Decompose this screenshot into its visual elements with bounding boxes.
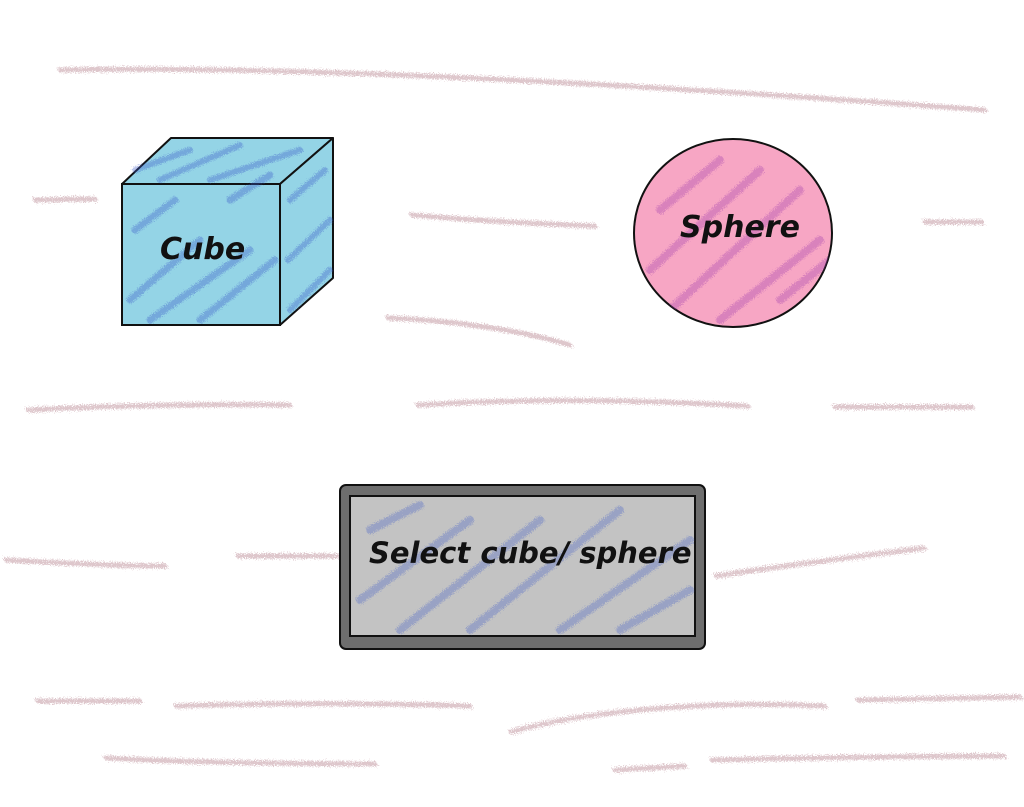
- cube-front-face: [121, 183, 281, 326]
- smudge-stroke: [709, 753, 1007, 763]
- cube-icon[interactable]: [121, 137, 334, 326]
- select-cube-sphere-button[interactable]: [339, 484, 706, 650]
- sphere-scribble-texture: [646, 156, 832, 324]
- smudge-stroke: [25, 402, 293, 413]
- button-scribble-texture: [356, 501, 694, 634]
- smudge-stroke: [855, 694, 1023, 703]
- smudge-stroke: [713, 545, 927, 579]
- smudge-stroke: [612, 763, 688, 773]
- smudge-stroke: [508, 701, 828, 735]
- cube-scribble-texture: [126, 142, 333, 324]
- smudge-stroke: [385, 315, 573, 348]
- smudge-stroke: [32, 196, 98, 203]
- smudge-stroke: [3, 557, 168, 569]
- smudge-stroke: [173, 701, 473, 709]
- smudge-stroke: [57, 66, 988, 113]
- smudge-stroke: [415, 398, 751, 409]
- background-smudge-strokes: [3, 66, 1023, 773]
- smudge-stroke: [103, 755, 378, 767]
- smudge-stroke: [409, 212, 598, 229]
- sphere-icon[interactable]: [633, 138, 833, 328]
- sphere-body: [633, 138, 833, 328]
